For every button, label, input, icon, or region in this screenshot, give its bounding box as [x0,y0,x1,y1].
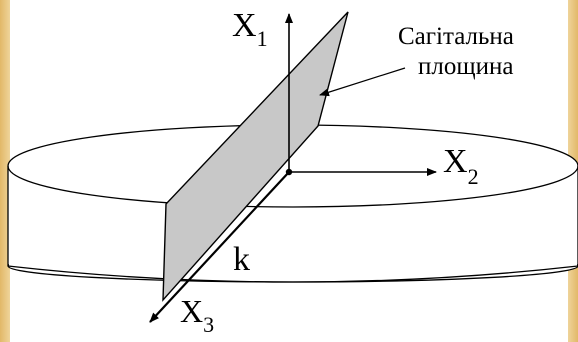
x3-label: X3 [180,293,214,337]
x2-label: X2 [443,143,479,189]
left-frame-edge [0,0,10,342]
vector-k-label: k [233,241,250,278]
plane-pointer-arrow [319,67,406,97]
disk-bottom-front-edge [7,265,578,283]
origin-point [285,168,293,176]
disk [7,124,578,283]
plane-label-line1: Сагітальна [398,23,514,50]
x3-axis [149,171,290,323]
x1-label: X1 [232,7,268,51]
plane-label-line2: площина [418,53,513,80]
sagittal-plane [162,11,349,302]
